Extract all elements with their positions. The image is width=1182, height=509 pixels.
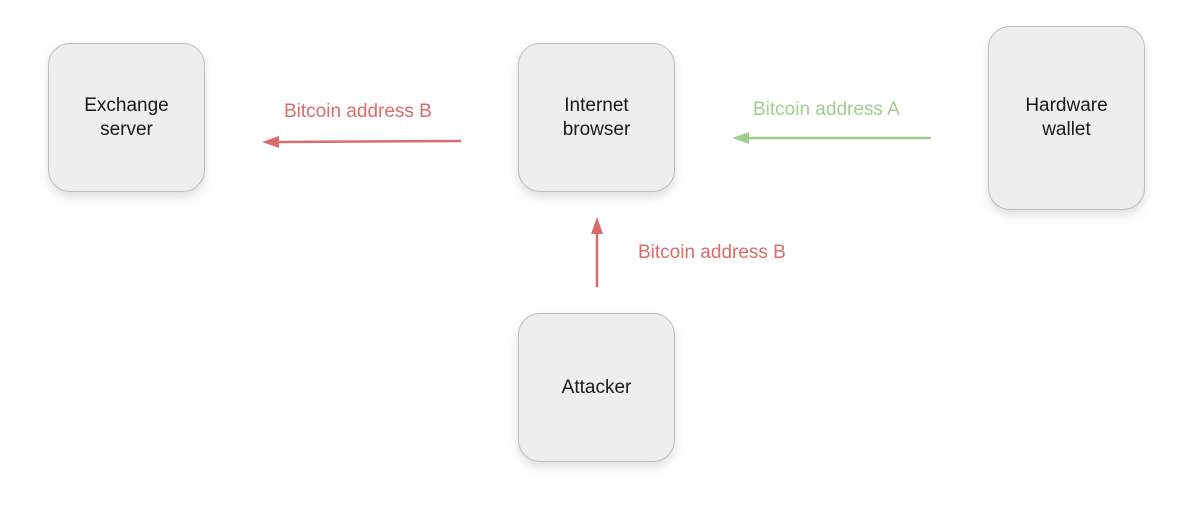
node-internet-browser: Internet browser [518,43,675,192]
node-internet-browser-label: Internet browser [562,94,631,140]
edge-label-attacker-to-browser: Bitcoin address B [638,242,786,263]
arrow-browser-to-exchange [262,136,462,148]
arrow-wallet-to-browser [732,132,931,144]
edge-label-browser-to-exchange: Bitcoin address B [284,101,432,122]
node-exchange-server-label: Exchange server [84,94,169,140]
arrow-attacker-to-browser [591,217,603,287]
edge-label-wallet-to-browser: Bitcoin address A [753,99,900,120]
arrow-browser-to-exchange-head [262,136,279,148]
node-hardware-wallet: Hardware wallet [988,26,1145,210]
node-hardware-wallet-label: Hardware wallet [1025,95,1108,140]
arrow-wallet-to-browser-head [732,132,749,144]
node-attacker-label: Attacker [561,376,632,398]
arrow-attacker-to-browser-head [591,217,603,234]
arrow-browser-to-exchange-line [277,139,462,144]
node-exchange-server: Exchange server [48,43,205,192]
node-attacker: Attacker [518,313,675,462]
